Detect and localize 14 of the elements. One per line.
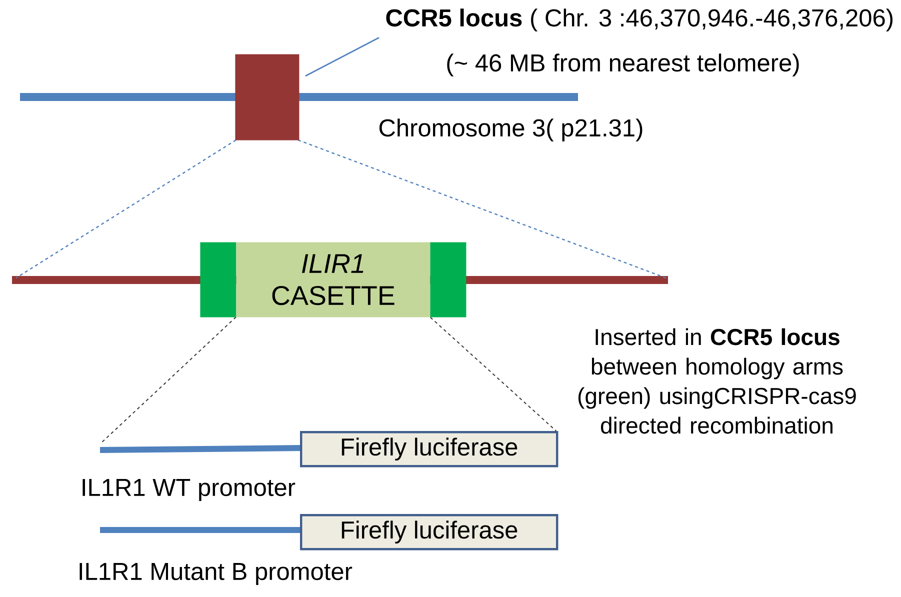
locus-label: CCR5 locus ( Chr. 3 :46,370,946.-46,376,206) <box>386 8 892 32</box>
chromosome-label: Chromosome 3( p21.31) <box>379 118 642 142</box>
gene-box: Firefly luciferase <box>300 514 558 550</box>
homology-arm-box <box>430 242 466 318</box>
homology-arm-box <box>200 242 236 318</box>
note-text: (~ 46 MB from nearest telomere) <box>447 54 799 76</box>
cassette-box: ILIR1 CASETTE <box>236 242 430 318</box>
gene-box: Firefly luciferase <box>300 431 558 468</box>
promoter-label: IL1R1 WT promoter <box>82 479 296 501</box>
locus-box <box>235 54 300 140</box>
zoom-line <box>430 316 557 432</box>
promoter-label: IL1R1 Mutant B promoter <box>80 563 352 585</box>
note-text: Inserted in CCR5 locus between homology arms (green) usingCRISPR-cas9 directed recombination <box>578 328 856 434</box>
leader-line <box>305 37 380 77</box>
